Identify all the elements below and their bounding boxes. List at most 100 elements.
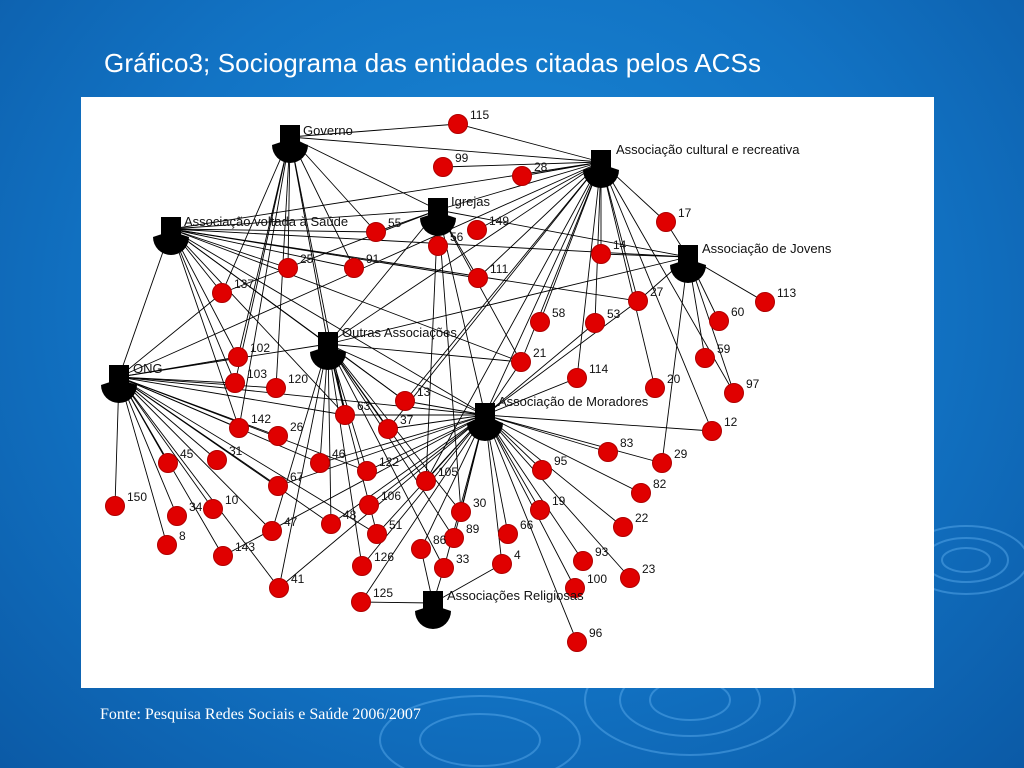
graph-edge	[278, 343, 329, 589]
graph-edge	[118, 376, 321, 464]
actor-node-label: 34	[189, 500, 203, 514]
actor-node	[357, 461, 377, 481]
graph-edge	[221, 209, 439, 294]
actor-node	[157, 535, 177, 555]
graph-edge	[539, 161, 602, 323]
actor-node	[228, 347, 248, 367]
actor-node	[530, 312, 550, 332]
actor-node-label: 51	[389, 518, 403, 532]
actor-node-label: 97	[746, 377, 760, 391]
actor-node-label: 13	[417, 385, 431, 399]
graph-edge	[118, 376, 214, 510]
actor-node-label: 46	[332, 447, 346, 461]
actor-node	[511, 352, 531, 372]
actor-node-label: 53	[607, 307, 621, 321]
actor-node-label: 63	[357, 399, 371, 413]
actor-node-label: 12	[724, 415, 738, 429]
actor-node-label: 100	[587, 572, 607, 586]
actor-node-label: 25	[300, 252, 314, 266]
actor-node-label: 142	[251, 412, 271, 426]
graph-edge	[289, 136, 329, 345]
actor-node-label: 125	[373, 586, 393, 600]
graph-edge	[484, 414, 631, 579]
graph-edge	[118, 343, 329, 378]
entity-node-ong	[109, 365, 129, 387]
graph-edge	[594, 161, 602, 324]
actor-node	[268, 476, 288, 496]
entity-node-gov	[280, 125, 300, 147]
actor-node-label: 102	[250, 341, 270, 355]
actor-node-label: 58	[552, 306, 566, 320]
actor-node-label: 27	[650, 285, 664, 299]
actor-node	[451, 502, 471, 522]
graph-edge	[170, 228, 486, 416]
graph-edge	[366, 414, 486, 472]
graph-edge	[437, 209, 689, 258]
graph-edge	[118, 376, 279, 487]
graph-edge	[170, 228, 240, 429]
actor-node-label: 89	[466, 522, 480, 536]
actor-node-label: 106	[381, 489, 401, 503]
entity-label-gov: Governo	[303, 123, 353, 138]
actor-node	[492, 554, 512, 574]
graph-edge	[118, 376, 273, 532]
actor-node	[158, 453, 178, 473]
graph-edge	[425, 161, 602, 482]
actor-node-label: 56	[450, 230, 464, 244]
actor-node	[695, 348, 715, 368]
actor-node	[565, 578, 585, 598]
graph-edge	[118, 376, 486, 416]
graph-edge	[484, 414, 624, 528]
actor-node	[310, 453, 330, 473]
actor-node-label: 105	[438, 465, 458, 479]
actor-node	[225, 373, 245, 393]
actor-node	[656, 212, 676, 232]
graph-edge	[289, 136, 602, 163]
actor-node-label: 8	[179, 529, 186, 543]
actor-node-label: 66	[520, 518, 534, 532]
actor-node-label: 93	[595, 545, 609, 559]
graph-edge	[404, 161, 602, 402]
graph-edge	[387, 414, 486, 430]
actor-node-label: 47	[284, 515, 298, 529]
actor-node	[411, 539, 431, 559]
actor-node	[433, 157, 453, 177]
actor-node	[262, 521, 282, 541]
actor-node-label: 41	[291, 572, 305, 586]
graph-edge	[118, 376, 346, 416]
entity-node-acr	[591, 150, 611, 172]
actor-node	[428, 236, 448, 256]
entity-node-avs	[161, 217, 181, 239]
graph-edge	[118, 292, 223, 378]
entity-label-ar: Associações Religiosas	[447, 588, 584, 603]
actor-node	[351, 592, 371, 612]
actor-node	[573, 551, 593, 571]
actor-node	[702, 421, 722, 441]
graph-edge	[600, 253, 689, 258]
actor-node	[278, 258, 298, 278]
actor-node-label: 31	[229, 444, 243, 458]
actor-node-label: 67	[290, 470, 304, 484]
actor-node	[366, 222, 386, 242]
actor-node	[212, 283, 232, 303]
actor-node	[628, 291, 648, 311]
actor-node	[268, 426, 288, 446]
actor-node	[512, 166, 532, 186]
graph-edge	[437, 161, 602, 211]
actor-node-label: 21	[533, 346, 547, 360]
graph-edge	[477, 161, 602, 279]
actor-node-label: 19	[552, 494, 566, 508]
actor-node-label: 20	[667, 372, 681, 386]
actor-node-label: 17	[678, 206, 692, 220]
actor-node	[709, 311, 729, 331]
actor-node	[631, 483, 651, 503]
graph-edge	[457, 123, 602, 163]
graph-edge	[170, 209, 439, 230]
actor-node	[213, 546, 233, 566]
graph-edge	[484, 322, 596, 416]
graph-edge	[442, 161, 602, 168]
actor-node-label: 86	[433, 533, 447, 547]
actor-node-label: 60	[731, 305, 745, 319]
graph-edge	[327, 161, 602, 345]
actor-node	[207, 450, 227, 470]
